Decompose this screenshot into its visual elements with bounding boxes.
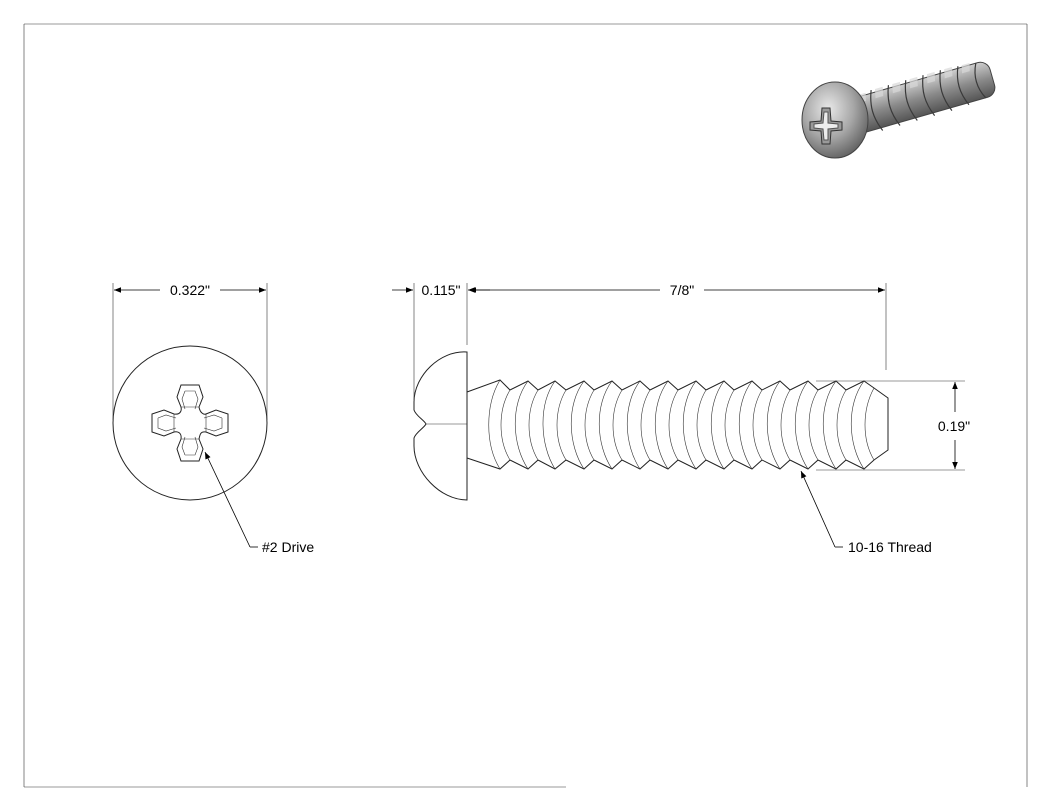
head-height-label: 0.115" [422, 282, 461, 298]
length-label: 7/8" [670, 282, 694, 298]
phillips-recess [151, 384, 229, 462]
length-dimension: 7/8" [469, 282, 887, 370]
thread-diameter-label: 0.19" [938, 418, 970, 434]
thread-callout: 10-16 Thread [800, 470, 932, 555]
head-end-view [112, 345, 268, 501]
head-diameter-dimension: 0.322" [112, 282, 268, 420]
screw-side-view [413, 351, 889, 501]
screw-isometric-render [801, 61, 996, 159]
thread-diameter-dimension: 0.19" [816, 380, 970, 471]
drive-callout: #2 Drive [204, 451, 314, 555]
sheet-border [23, 23, 1028, 788]
thread-callout-label: 10-16 Thread [848, 539, 932, 555]
head-diameter-label: 0.322" [170, 282, 210, 298]
isometric-phillips-recess [809, 107, 843, 145]
drive-callout-label: #2 Drive [262, 539, 314, 555]
